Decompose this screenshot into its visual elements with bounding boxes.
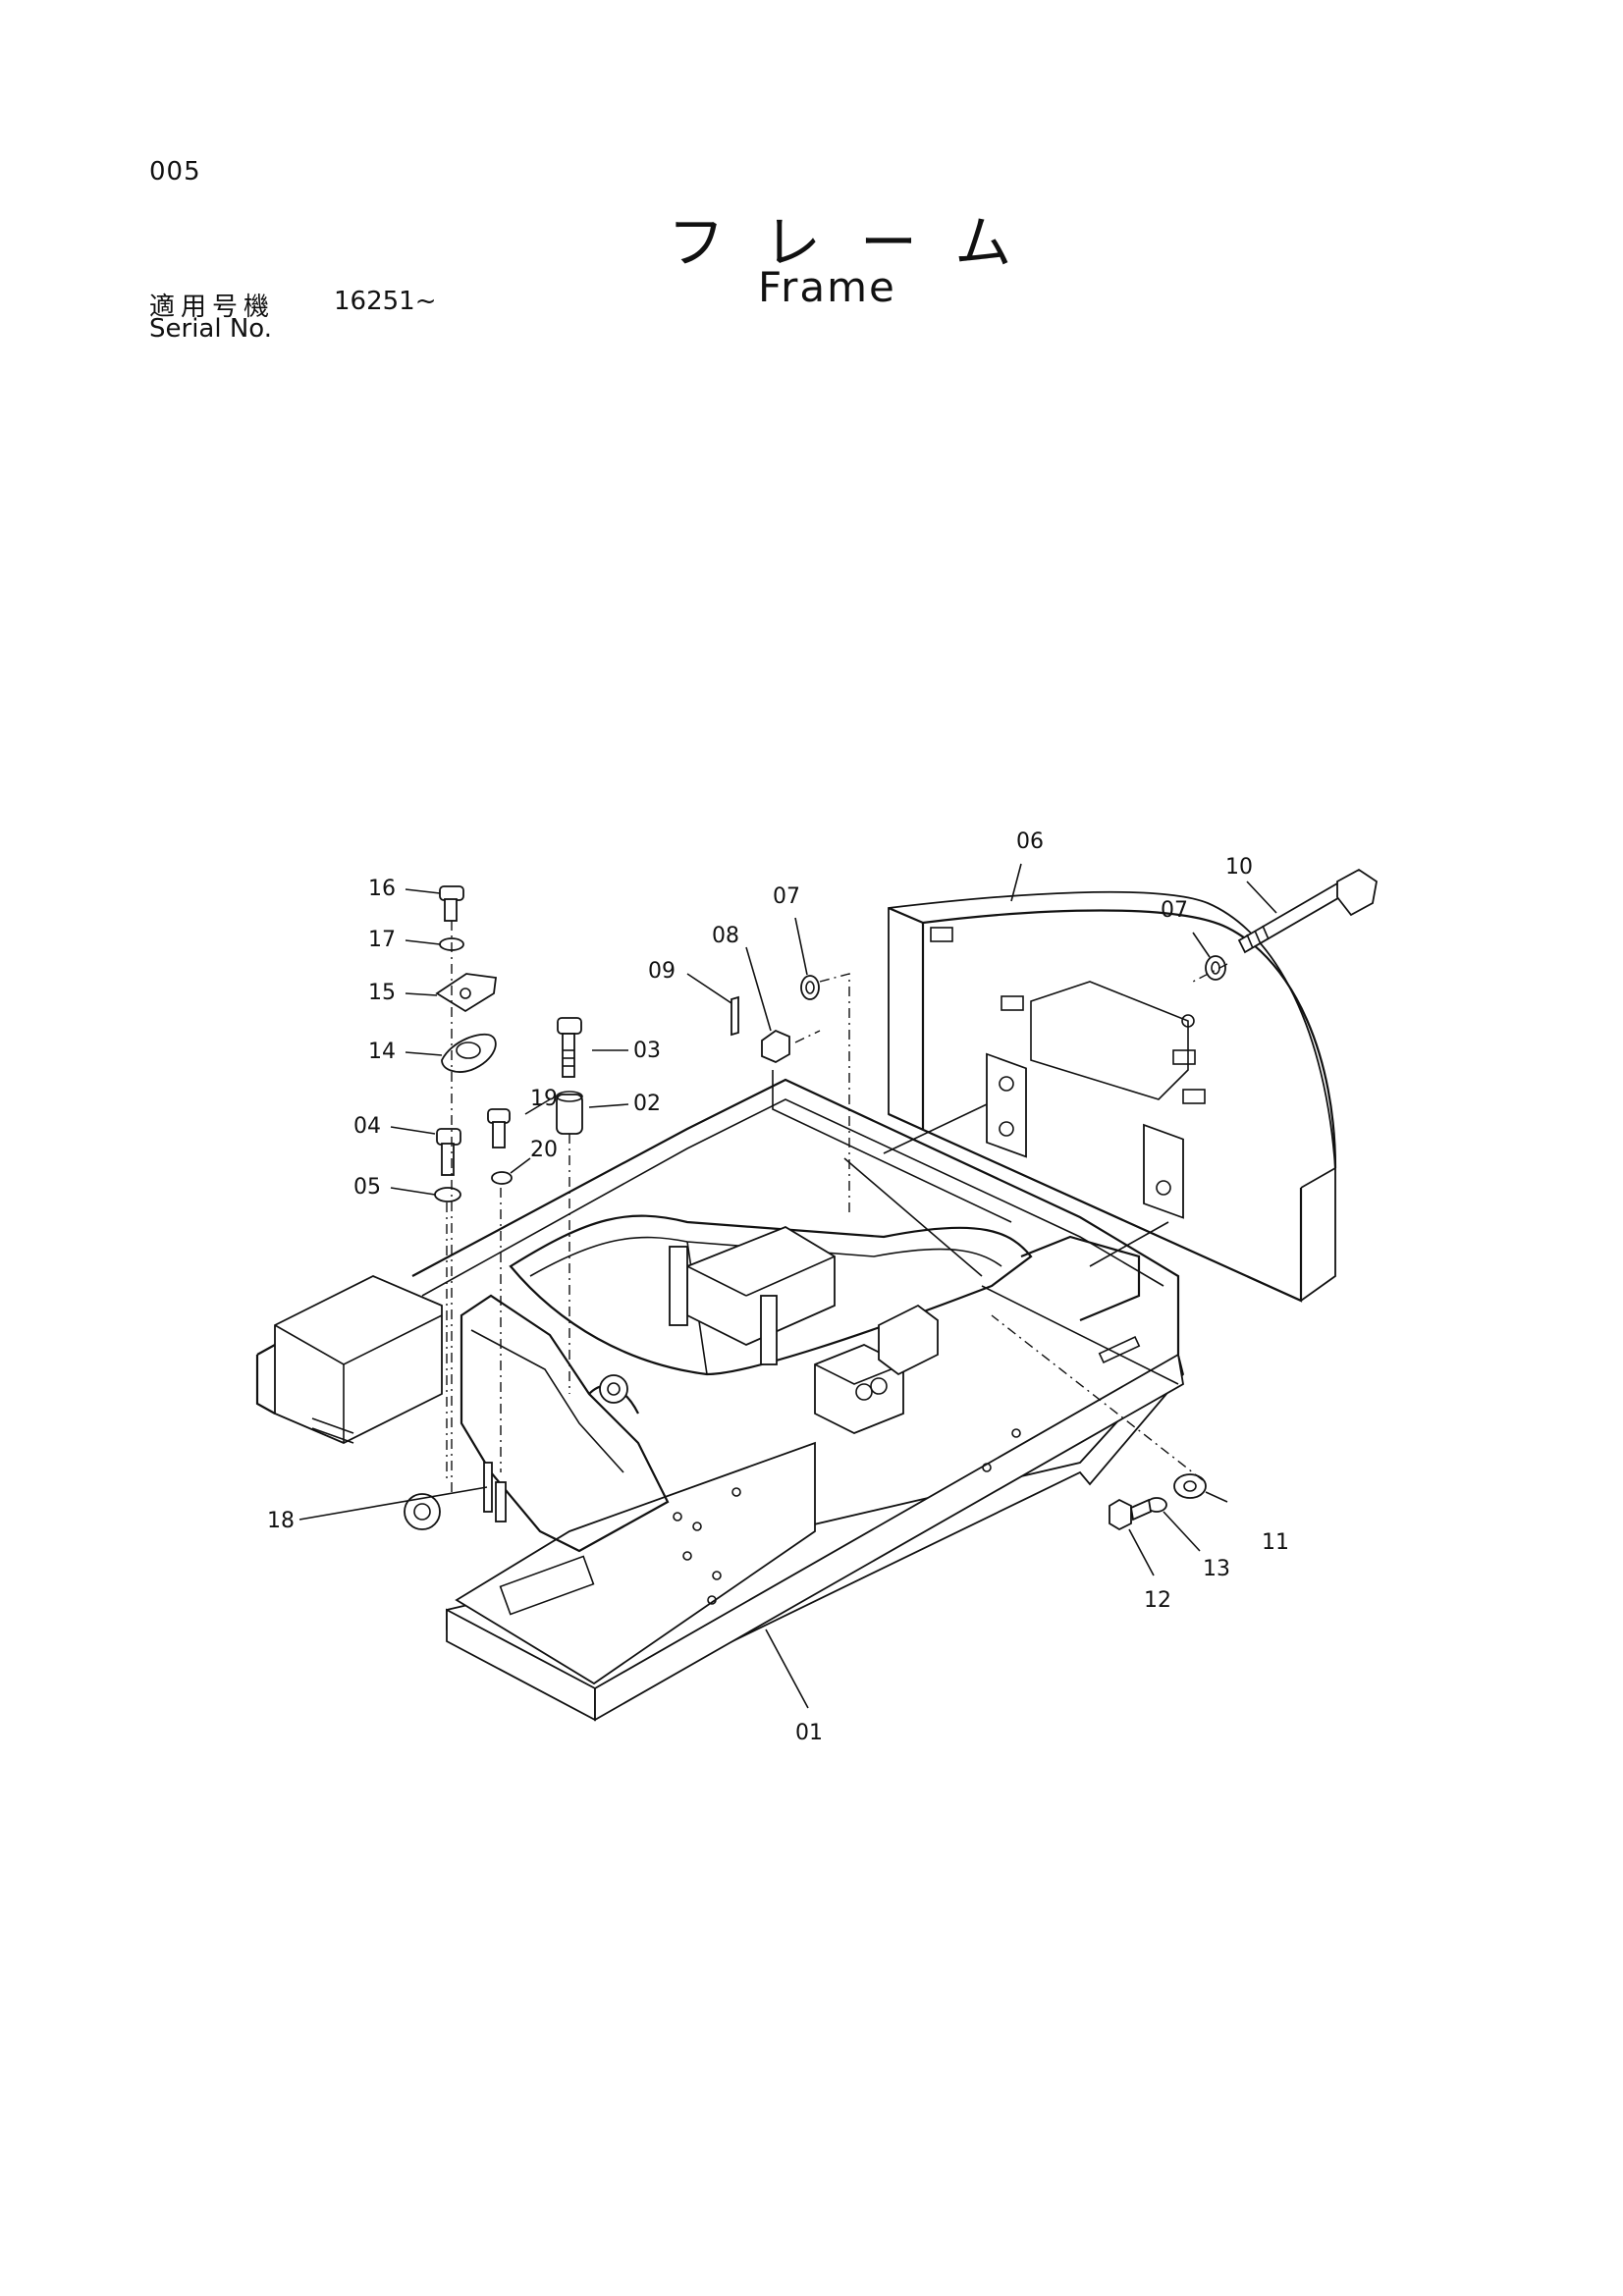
callouts: 16 17 15 14 03 02 19 20 04 05 09 08 07 0… (267, 829, 1289, 1745)
page-title-japanese: フレーム (668, 209, 1052, 276)
fasteners-drawing (434, 868, 1378, 1531)
callout-07-far: 07 (1161, 898, 1188, 923)
callout-16: 16 (368, 877, 396, 901)
serial-value: 16251~ (334, 287, 437, 316)
callout-19: 19 (530, 1087, 558, 1111)
callout-02: 02 (633, 1092, 661, 1116)
callout-09: 09 (648, 959, 676, 984)
assembly-lines (446, 921, 1228, 1492)
page-code: 005 (149, 157, 201, 187)
callout-04: 04 (353, 1114, 381, 1139)
base-frame-drawing (255, 1070, 1184, 1722)
callout-15: 15 (368, 981, 396, 1005)
callout-03: 03 (633, 1039, 661, 1063)
callout-14: 14 (368, 1040, 396, 1064)
callout-17: 17 (368, 928, 396, 952)
callout-07-near: 07 (773, 884, 800, 909)
callout-11: 11 (1262, 1530, 1289, 1555)
callout-20: 20 (530, 1138, 558, 1162)
leader-lines (298, 863, 1277, 1709)
counterweight-drawing (888, 890, 1337, 1303)
callout-18: 18 (267, 1509, 295, 1533)
callout-05: 05 (353, 1175, 381, 1200)
callout-01: 01 (795, 1721, 823, 1745)
serial-label-english: Serial No. (149, 314, 272, 344)
callout-12: 12 (1144, 1588, 1171, 1613)
callout-10: 10 (1225, 855, 1253, 880)
callout-13: 13 (1203, 1557, 1230, 1581)
callout-06: 06 (1016, 829, 1044, 854)
serial-label-japanese: 適用号機 (149, 293, 276, 322)
callout-08: 08 (712, 924, 739, 948)
page-title-english: Frame (758, 263, 896, 311)
